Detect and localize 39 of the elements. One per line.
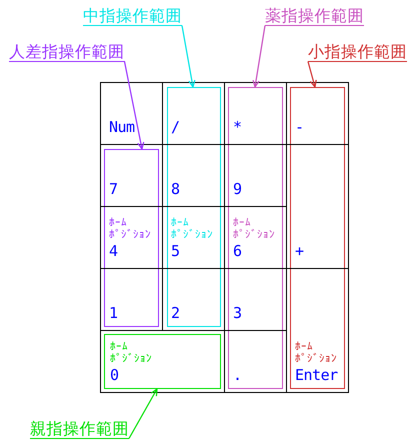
key-label: / <box>171 120 180 135</box>
home-position-note: ﾎｰﾑﾎﾟｼﾞｼｮﾝ <box>295 341 338 365</box>
key-label: + <box>295 244 304 259</box>
home-position-note: ﾎｰﾑﾎﾟｼﾞｼｮﾝ <box>109 217 152 241</box>
range-label: 薬指操作範囲 <box>265 6 364 26</box>
key-label: 6 <box>233 244 242 259</box>
key-label: - <box>295 120 304 135</box>
range-outline <box>167 87 221 327</box>
leader-line <box>307 61 317 88</box>
key-label: . <box>233 368 242 383</box>
range-label: 人差指操作範囲 <box>9 42 124 62</box>
key-label: 5 <box>171 244 180 259</box>
key-label: * <box>233 120 242 135</box>
leader-line <box>252 25 266 88</box>
home-position-note: ﾎｰﾑﾎﾟｼﾞｼｮﾝ <box>233 217 276 241</box>
leader-line <box>181 25 196 88</box>
keypad-key <box>286 82 349 145</box>
range-outline <box>104 149 159 327</box>
keypad-key <box>286 268 349 393</box>
leader-line <box>128 388 158 439</box>
key-label: Enter <box>295 368 338 383</box>
key-label: 2 <box>171 306 180 321</box>
range-outline <box>228 87 283 389</box>
leader-line <box>124 61 144 150</box>
range-label: 小指操作範囲 <box>308 42 407 62</box>
key-label: 7 <box>109 182 118 197</box>
home-position-note: ﾎｰﾑﾎﾟｼﾞｼｮﾝ <box>110 341 153 365</box>
key-label: 8 <box>171 182 180 197</box>
keypad-key <box>100 82 163 145</box>
key-label: 9 <box>233 182 242 197</box>
range-label: 親指操作範囲 <box>30 419 129 439</box>
range-label: 中指操作範囲 <box>83 6 182 26</box>
key-label: 3 <box>233 306 242 321</box>
range-outline <box>290 87 345 389</box>
key-label: 0 <box>110 368 119 383</box>
key-label: 1 <box>109 306 118 321</box>
home-position-note: ﾎｰﾑﾎﾟｼﾞｼｮﾝ <box>171 217 214 241</box>
key-label: 4 <box>109 244 118 259</box>
key-label: Num <box>109 120 135 135</box>
